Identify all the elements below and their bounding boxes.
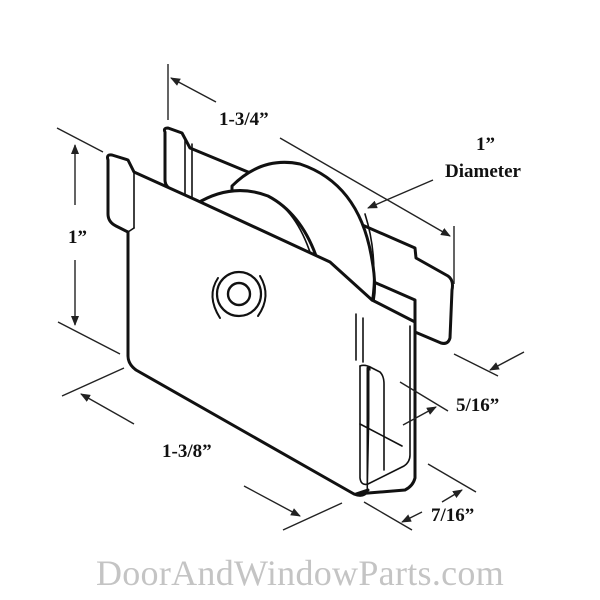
watermark: DoorAndWindowParts.com (95, 553, 505, 593)
dimension-length-top (167, 64, 455, 284)
label-diameter-text: Diameter (445, 161, 521, 182)
label-length-bottom: 1-3/8” (162, 441, 212, 462)
label-length-top: 1-3/4” (219, 109, 269, 130)
dimension-housing-width (363, 463, 477, 531)
channel (354, 298, 417, 496)
axle-hub (211, 270, 267, 319)
label-housing-width: 7/16” (431, 505, 475, 526)
dimension-diameter (367, 179, 434, 209)
dimension-height (56, 127, 121, 355)
dimension-channel-width (399, 351, 525, 426)
label-diameter-value: 1” (476, 134, 495, 155)
dimension-length-bottom (61, 367, 343, 531)
label-height: 1” (68, 227, 87, 248)
label-channel-width: 5/16” (456, 395, 500, 416)
